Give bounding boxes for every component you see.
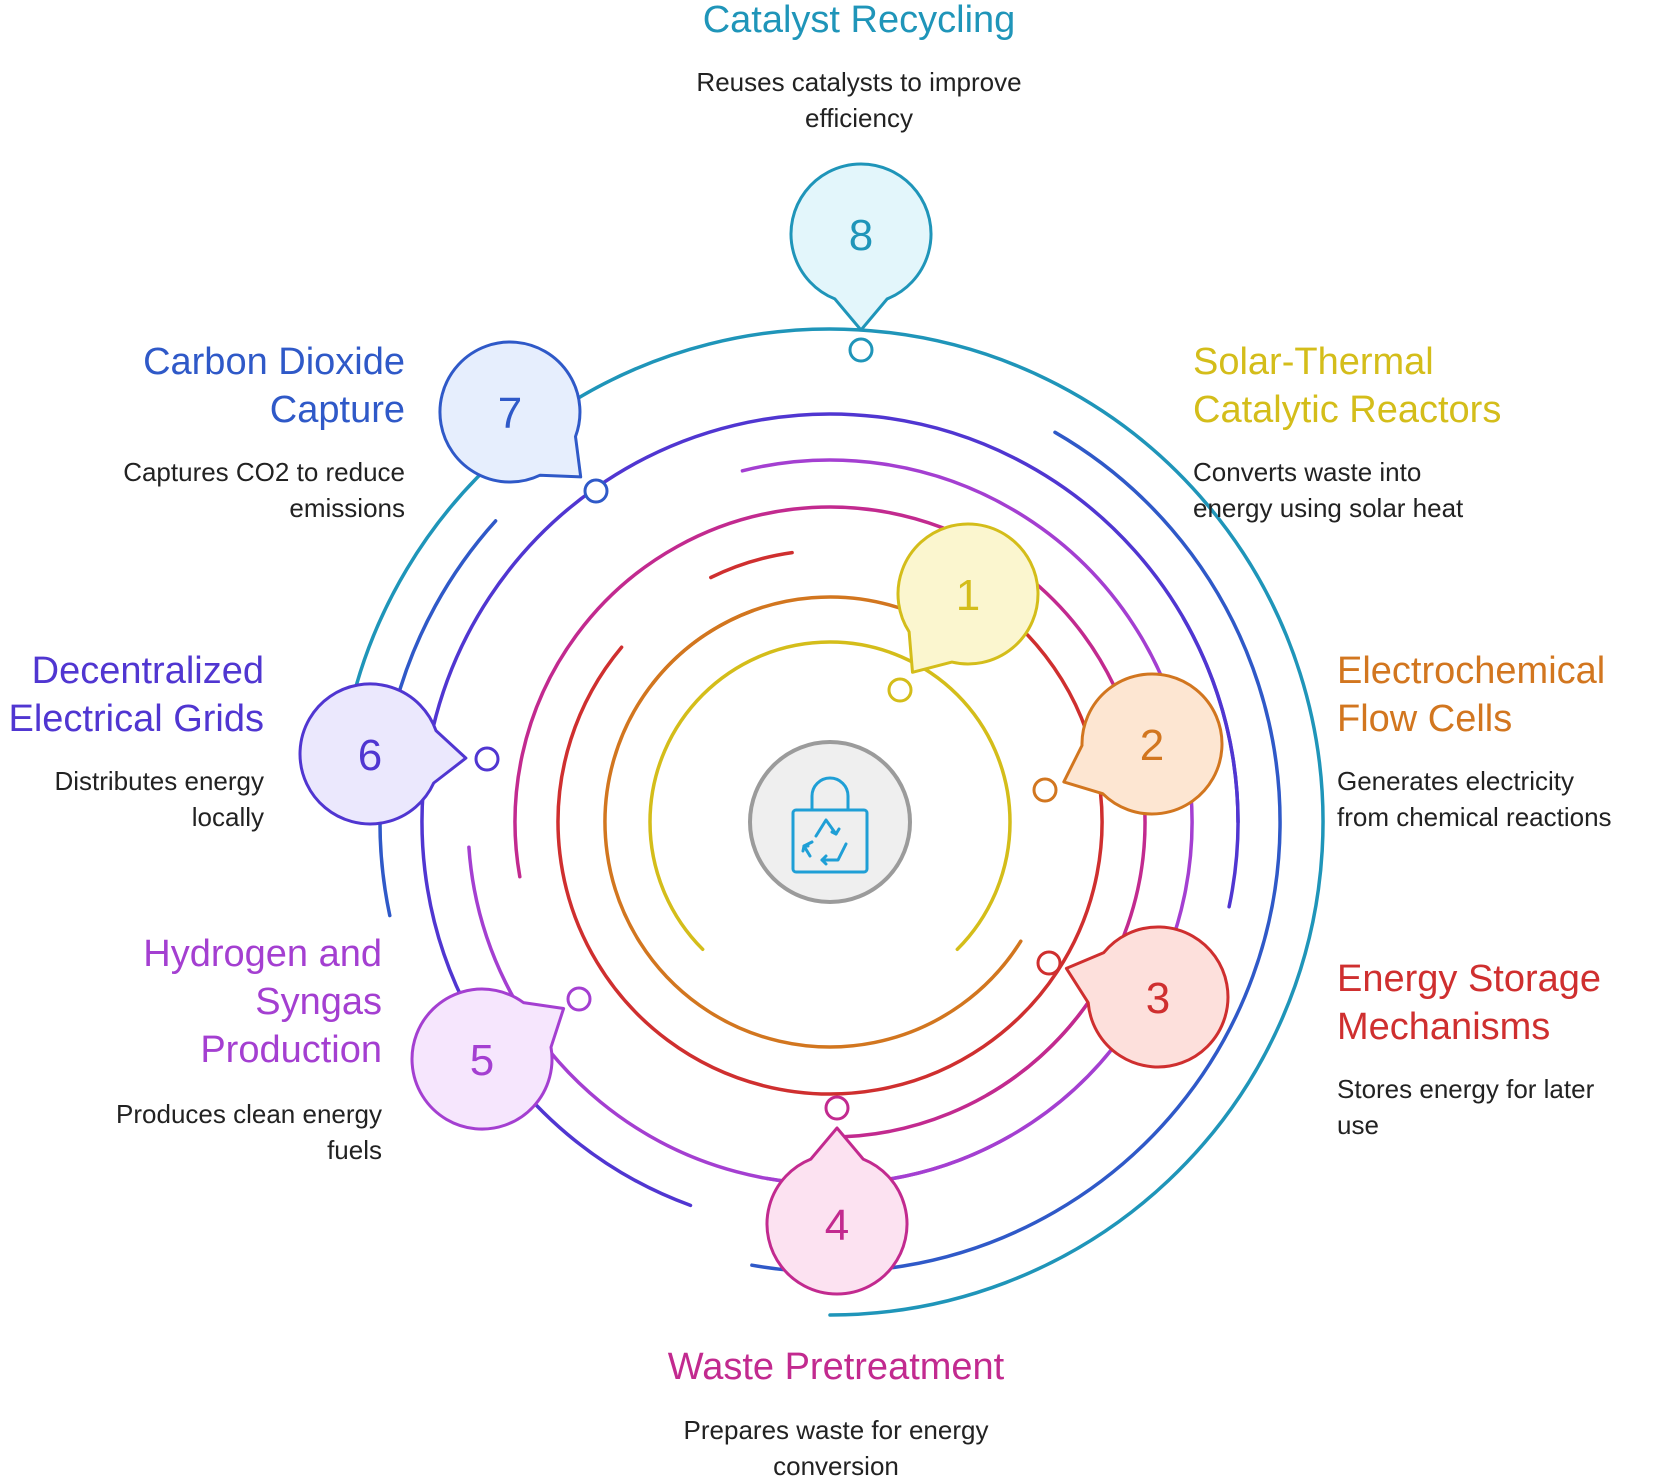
stage-4-bubble-shape xyxy=(765,1126,909,1296)
stage-1-bubble-shape xyxy=(896,522,1040,674)
stage-6-bubble: 6 xyxy=(298,682,500,826)
stage-8-number: 8 xyxy=(849,211,873,260)
recycle-lock-icon xyxy=(791,776,869,874)
stage-7-connector-node xyxy=(583,478,609,504)
stage-8-title: Catalyst Recycling xyxy=(702,0,1016,41)
stage-3-bubble: 3 xyxy=(1036,925,1230,1069)
stage-6-bubble-shape xyxy=(298,682,468,826)
stage-2-orbit-arc xyxy=(603,595,1023,1049)
stage-1-bubble: 1 xyxy=(887,522,1040,703)
stage-2-bubble: 2 xyxy=(1032,672,1224,816)
stage-6-connector-node xyxy=(474,746,500,772)
stage-7-bubble: 7 xyxy=(438,340,609,504)
stage-1-number: 1 xyxy=(956,571,980,620)
stage-8-bubble-shape xyxy=(789,162,933,332)
stage-8-connector-node xyxy=(848,337,874,363)
step-bubbles: 1 2 3 4 5 6 7 8 xyxy=(298,162,1230,1296)
stage-2-number: 2 xyxy=(1140,721,1164,770)
center-hub-circle xyxy=(748,740,912,904)
stage-4-connector-node xyxy=(824,1095,850,1121)
stage-1-orbit-arc xyxy=(648,640,1012,952)
stage-2-connector-node xyxy=(1032,777,1058,803)
stage-5-connector-node xyxy=(566,986,592,1012)
stage-6-number: 6 xyxy=(358,731,382,780)
stage-4-bubble: 4 xyxy=(765,1095,909,1296)
stage-5-number: 5 xyxy=(470,1036,494,1085)
stage-7-number: 7 xyxy=(498,389,522,438)
center-hub xyxy=(748,740,912,904)
stage-2-orbit-arc-segment xyxy=(650,608,755,686)
stage-4-title: Waste Pretreatment xyxy=(667,1346,1005,1388)
stage-1-connector-node xyxy=(887,677,913,703)
stage-4-number: 4 xyxy=(825,1201,849,1250)
stage-5-bubble: 5 xyxy=(410,986,592,1131)
stage-7-bubble-shape xyxy=(438,340,583,484)
stage-3-orbit-arc-segment xyxy=(709,550,794,580)
stage-2-bubble-shape xyxy=(1062,672,1224,816)
stage-3-connector-node xyxy=(1036,950,1062,976)
stage-6-orbit-arc-segment xyxy=(1181,616,1240,909)
stage-7-orbit-arc xyxy=(750,430,1282,1274)
stage-8-bubble: 8 xyxy=(789,162,933,363)
stage-3-number: 3 xyxy=(1146,974,1170,1023)
stage-5-bubble-shape xyxy=(410,987,566,1131)
stage-3-bubble-shape xyxy=(1064,925,1230,1069)
